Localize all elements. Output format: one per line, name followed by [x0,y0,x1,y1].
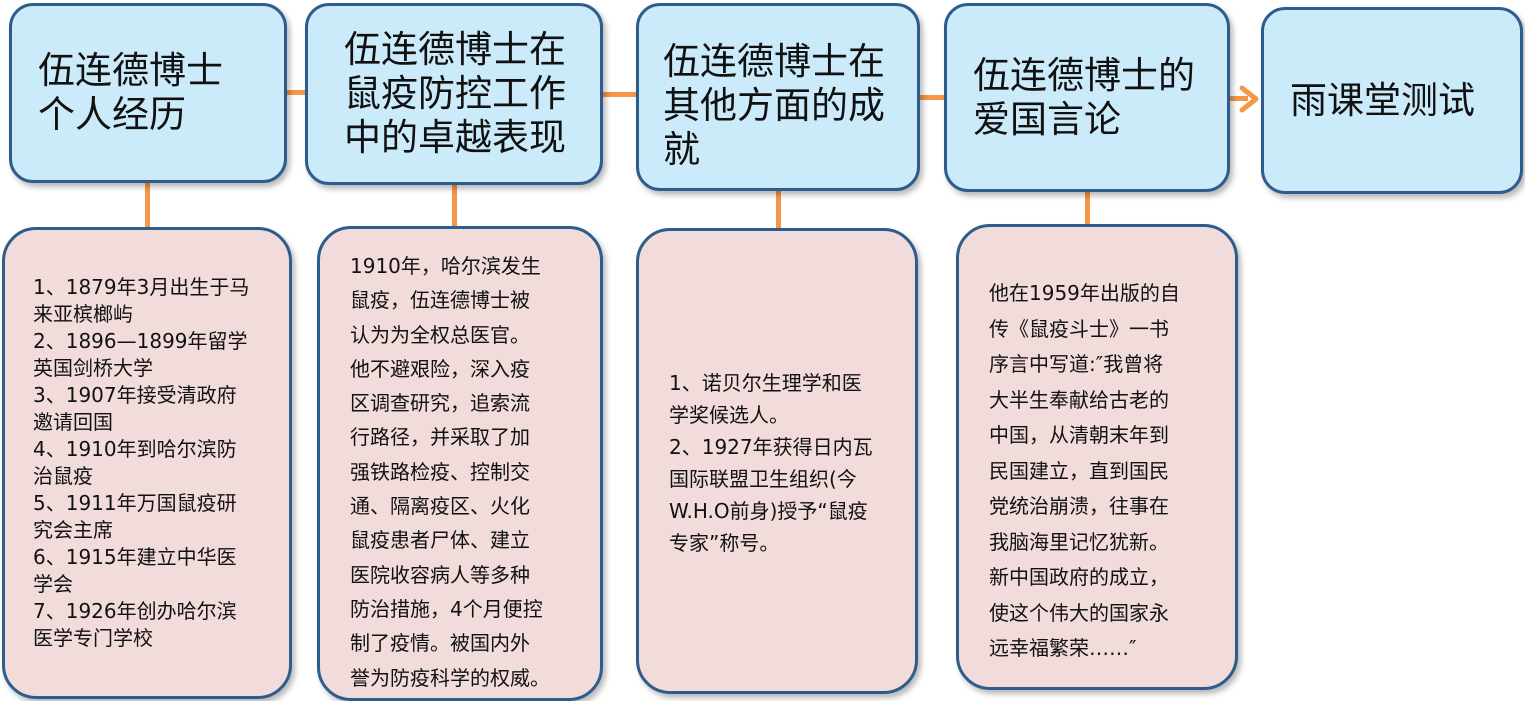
list-item: 2、1896—1899年留学 英国剑桥大学 [33,329,248,380]
connector-h2-h3 [601,92,638,97]
connector-v3 [776,189,781,230]
header-other-achievements: 伍连德博士在 其他方面的成 就 [636,3,920,191]
header-label: 伍连德博士在 鼠疫防控工作 中的卓越表现 [344,28,566,159]
list-item: 7、1926年创办哈尔滨 医学专门学校 [33,599,237,650]
header-label: 雨课堂测试 [1290,78,1475,122]
connector-h4-h5 [1228,96,1248,101]
connector-v2 [452,183,457,228]
connector-h3-h4 [918,95,946,100]
list-item: 1、诺贝尔生理学和医 学奖候选人。 [669,371,862,427]
detail-text: 1910年，哈尔滨发生 鼠疫，伍连德博士被 认为为全权总医官。 他不避艰险，深入… [350,254,550,690]
header-personal-history: 伍连德博士 个人经历 [9,3,287,183]
header-label: 伍连德博士的 爱国言论 [973,53,1195,141]
header-label: 伍连德博士在 其他方面的成 就 [663,40,885,171]
detail-personal-history: 1、1879年3月出生于马 来亚槟榔屿 2、1896—1899年留学 英国剑桥大… [2,227,292,699]
header-label: 伍连德博士 个人经历 [38,49,223,136]
connector-v4 [1085,190,1090,226]
list-item: 4、1910年到哈尔滨防 治鼠疫 [33,437,237,488]
list-item: 3、1907年接受清政府 邀请回国 [33,383,237,434]
list-item: 6、1915年建立中华医 学会 [33,545,237,596]
detail-text: 他在1959年出版的自 传《鼠疫斗士》一书 序言中写道:″我曾将 大半生奉献给古… [989,281,1180,660]
connector-h1-h2 [285,90,307,95]
detail-patriotic-remarks: 他在1959年出版的自 传《鼠疫斗士》一书 序言中写道:″我曾将 大半生奉献给古… [956,224,1238,690]
connector-v1 [145,181,150,229]
detail-plague-control: 1910年，哈尔滨发生 鼠疫，伍连德博士被 认为为全权总医官。 他不避艰险，深入… [317,226,603,701]
list-item: 5、1911年万国鼠疫研 究会主席 [33,491,237,542]
list-item: 2、1927年获得日内瓦 国际联盟卫生组织(今 W.H.O前身)授予“鼠疫 专家… [669,435,873,555]
header-patriotic-remarks: 伍连德博士的 爱国言论 [944,3,1230,192]
detail-other-achievements: 1、诺贝尔生理学和医 学奖候选人。 2、1927年获得日内瓦 国际联盟卫生组织(… [636,228,918,694]
arrow-right-icon [1239,85,1259,113]
header-rain-classroom-test[interactable]: 雨课堂测试 [1261,7,1523,194]
header-plague-control: 伍连德博士在 鼠疫防控工作 中的卓越表现 [305,3,603,185]
list-item: 1、1879年3月出生于马 来亚槟榔屿 [33,275,250,326]
